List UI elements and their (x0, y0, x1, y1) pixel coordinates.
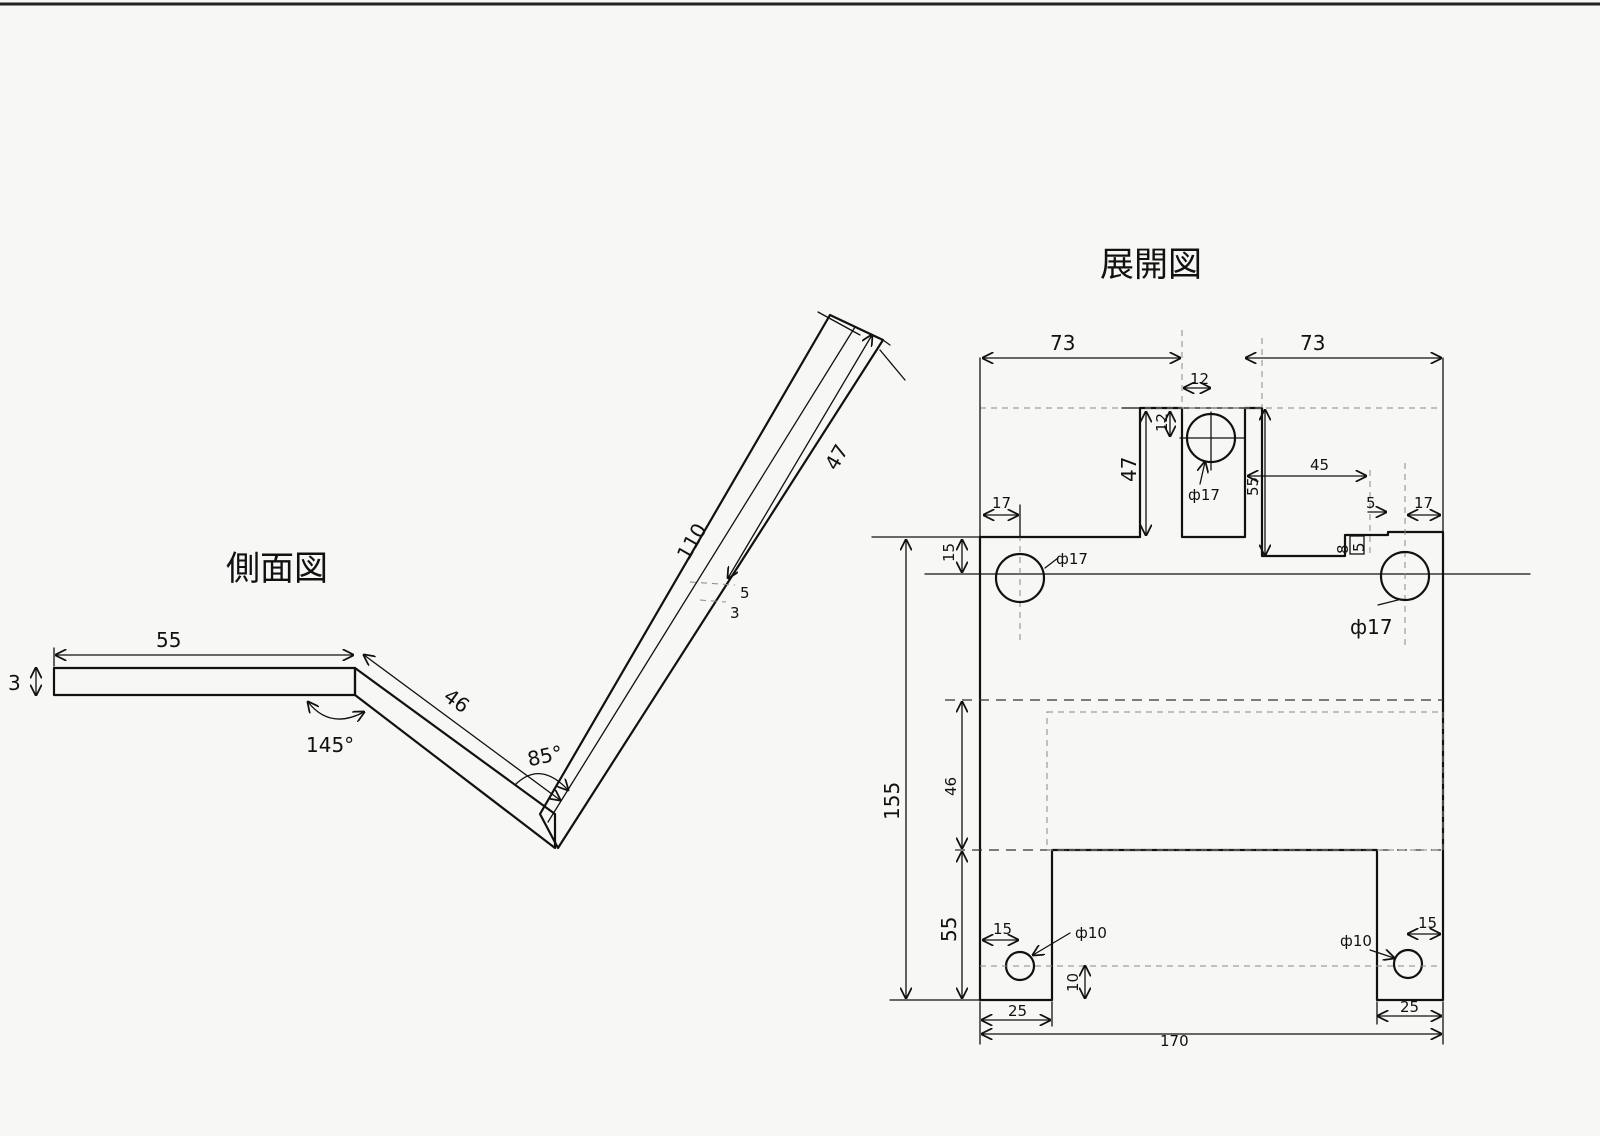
hole-left-circle (994, 552, 1046, 604)
dim-top-right: 73 (1300, 331, 1325, 355)
dim-angle1: 145° (306, 733, 354, 757)
dim-tab-h: 47 (1117, 457, 1141, 482)
dim-hole-off: 15 (940, 543, 958, 562)
angle-arc-2 (514, 772, 568, 790)
dim-mid-h: 46 (942, 777, 960, 796)
dim-small-off-l: 15 (993, 920, 1012, 938)
label-small-hole-l: ф10 (1075, 924, 1107, 942)
small-hole-right: ф10 (1340, 932, 1424, 980)
dim-leg-r: 25 (1400, 998, 1419, 1016)
small-hole-left: ф10 (1004, 924, 1107, 982)
flat-view: 展開図 ф17 ф17 ф17 (871, 245, 1531, 1050)
leader (1044, 557, 1059, 569)
dim-right-tab: 17 (1414, 494, 1433, 512)
dim-total-w: 170 (1160, 1032, 1189, 1050)
dim-slope-len: 46 (439, 684, 474, 718)
dim-step-h2: 5 (1350, 542, 1368, 552)
step-box (1349, 535, 1365, 555)
dim-right-w: 45 (1310, 456, 1329, 474)
dim-line-long-outer (728, 335, 872, 578)
dim-low-h: 55 (937, 917, 961, 942)
dim-small-v: 10 (1064, 973, 1082, 992)
hole-right: ф17 (1350, 550, 1431, 639)
dim-long-outer: 47 (820, 440, 854, 474)
label-hole-right: ф17 (1350, 615, 1393, 639)
flat-segment (52, 666, 357, 697)
leader (1200, 462, 1205, 485)
dim-top-left: 73 (1050, 331, 1075, 355)
ext-line-top (817, 311, 861, 336)
dim-long-len: 110 (672, 519, 712, 564)
dim-thickness: 3 (8, 671, 21, 695)
dim-tab-w: 12 (1190, 370, 1209, 388)
dim-flat-len: 55 (156, 628, 181, 652)
hole-left: ф17 (994, 550, 1088, 604)
dim-angle2: 85° (525, 740, 565, 771)
side-view-title: 側面図 (226, 549, 328, 589)
dim-total-h: 155 (880, 782, 904, 820)
dim-step-w: 5 (1366, 494, 1376, 512)
hole-tab: ф17 (1179, 411, 1246, 504)
bent-profile (52, 313, 891, 850)
long-segment-end (882, 339, 891, 346)
small-hole-right-circle (1392, 948, 1424, 980)
label-hole-tab: ф17 (1188, 486, 1220, 504)
long-segment (538, 313, 885, 850)
dim-tab-hole-off: 12 (1153, 413, 1171, 432)
dim-slot-gap: 3 (730, 604, 740, 622)
slot-mark (689, 581, 736, 586)
angle-arc-1 (308, 702, 364, 719)
dim-left-tab: 17 (992, 494, 1011, 512)
dim-slot-w: 5 (740, 584, 750, 602)
slot-mark (699, 599, 727, 603)
leader (1033, 932, 1071, 955)
bend-area (1046, 711, 1444, 851)
side-view: 側面図 55 3 145° 46 85° 110 (8, 311, 906, 850)
dim-leg-l: 25 (1008, 1002, 1027, 1020)
ext-line (879, 349, 906, 381)
leader (1369, 950, 1394, 958)
flat-view-title: 展開図 (1100, 245, 1202, 285)
dim-line-slope (364, 655, 560, 800)
hole-right-circle (1379, 550, 1431, 602)
label-hole-left: ф17 (1056, 550, 1088, 568)
dim-step-h: 8 (1334, 544, 1352, 554)
dim-right-h: 55 (1244, 477, 1262, 496)
long-segment-inner-line (547, 326, 856, 823)
leader (1377, 599, 1399, 606)
label-small-hole-r: ф10 (1340, 932, 1372, 950)
dim-small-off-r: 15 (1418, 914, 1437, 932)
